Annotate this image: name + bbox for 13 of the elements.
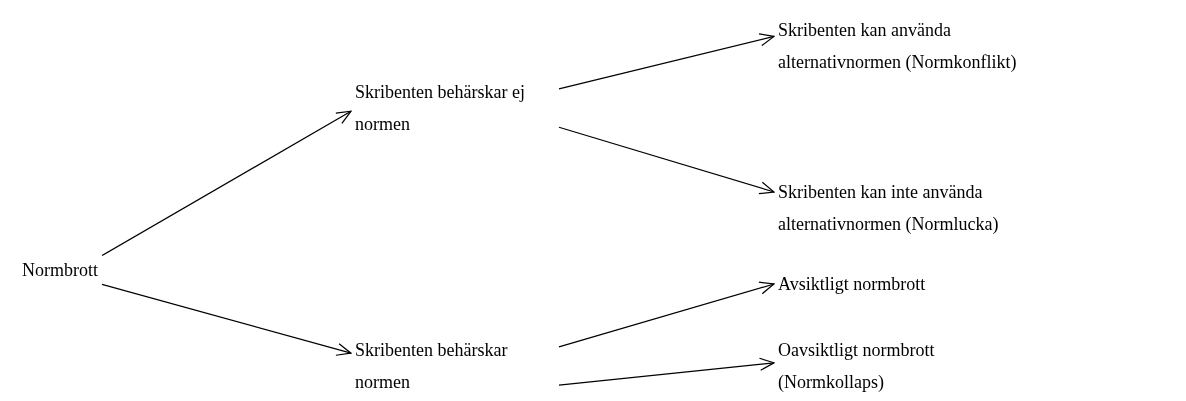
arrow (558, 126, 775, 195)
node-text: Skribenten kan inte använda alternativnormen (Normlucka) (778, 181, 1000, 236)
arrow (101, 283, 352, 356)
node-text: Normbrott (22, 259, 98, 282)
node-text: Skribenten behärskar normen (355, 339, 509, 394)
arrow (558, 281, 775, 348)
arrow (101, 110, 352, 257)
node-text: Skribenten kan använda alternativnormen (Normkonflikt) (778, 19, 1018, 74)
node-text: Skribenten behärskar ej normen (355, 81, 526, 136)
node-text: Oavsiktligt normbrott (Normkollaps) (778, 339, 936, 394)
node-text: Avsiktligt normbrott (778, 273, 926, 296)
arrow (558, 33, 775, 90)
arrow (558, 357, 775, 386)
